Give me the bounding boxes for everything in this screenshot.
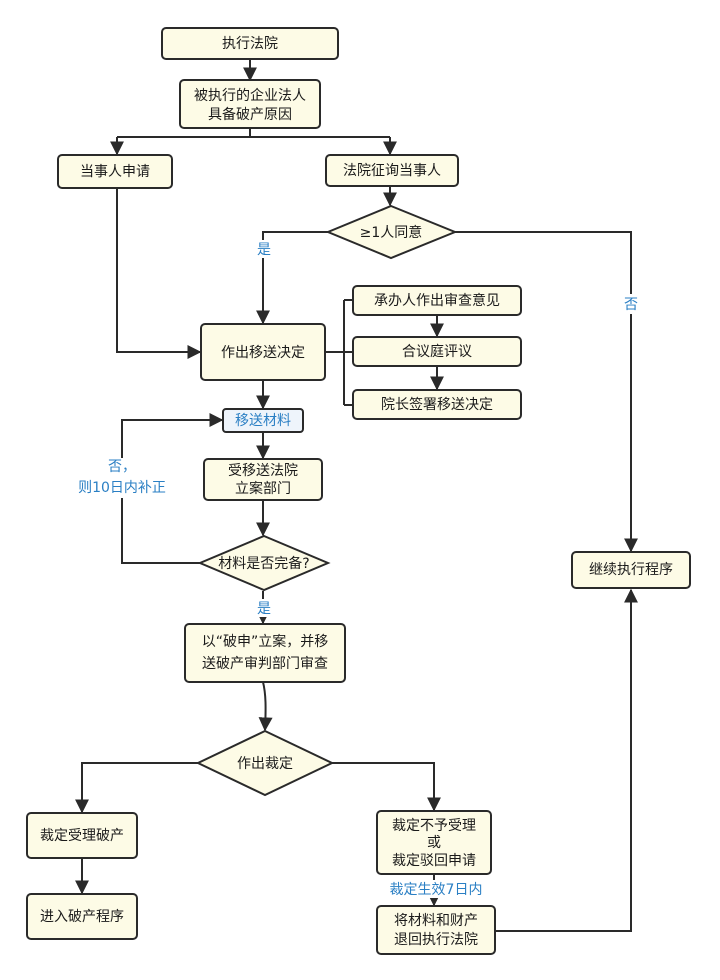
node-register-case: 以“破申”立案，并移 送破产审判部门审查 (184, 623, 346, 683)
node-handler-opinion: 承办人作出审查意见 (352, 285, 522, 316)
node-return-materials-line1: 将材料和财产 (394, 913, 478, 929)
node-ruling-diamond: 作出裁定 (195, 729, 335, 797)
label-effective-7-days: 裁定生效7日内 (390, 882, 483, 898)
node-bankruptcy-cause: 被执行的企业法人 具备破产原因 (179, 79, 321, 129)
node-transfer-materials-text: 移送材料 (235, 413, 291, 429)
node-receiving-court-line2: 立案部门 (235, 480, 291, 497)
label-incomplete-line1: 否， (108, 459, 136, 475)
node-ruling-text: 作出裁定 (237, 756, 293, 772)
edge-party-apply-to-decision (116, 188, 202, 359)
node-bankruptcy-cause-line2: 具备破产原因 (208, 106, 292, 123)
node-transfer-decision-text: 作出移送决定 (221, 345, 305, 361)
node-consent-text: ≥1人同意 (360, 224, 423, 241)
node-reject-ruling-line2: 或 (427, 835, 441, 851)
node-return-materials: 将材料和财产 退回执行法院 (376, 905, 496, 955)
node-transfer-materials: 移送材料 (222, 408, 304, 433)
node-president-sign-text: 院长签署移送决定 (381, 396, 493, 413)
label-incomplete-line2: 则10日内补正 (78, 480, 166, 496)
label-complete-yes: 是 (257, 601, 271, 617)
node-receiving-court: 受移送法院 立案部门 (203, 458, 323, 501)
edge-consent-yes (256, 231, 328, 325)
node-accept-bankruptcy: 裁定受理破产 (26, 812, 138, 859)
node-exec-court: 执行法院 (161, 27, 339, 60)
node-receiving-court-line1: 受移送法院 (228, 463, 298, 479)
node-reject-ruling: 裁定不予受理 或 裁定驳回申请 (376, 810, 492, 875)
edge-return-to-continue (496, 588, 638, 932)
node-enter-bankruptcy: 进入破产程序 (26, 893, 138, 940)
node-materials-complete-text: 材料是否完备? (218, 555, 309, 572)
edges (75, 59, 638, 932)
node-court-inquire: 法院征询当事人 (325, 154, 459, 187)
edge-consent-no (455, 231, 638, 553)
node-transfer-decision: 作出移送决定 (200, 323, 326, 381)
node-enter-bankruptcy-text: 进入破产程序 (40, 909, 124, 925)
node-consent-diamond: ≥1人同意 (325, 204, 458, 260)
node-accept-bankruptcy-text: 裁定受理破产 (40, 828, 124, 844)
node-bankruptcy-cause-line1: 被执行的企业法人 (194, 87, 306, 104)
node-return-materials-line2: 退回执行法院 (394, 932, 478, 948)
label-consent-yes: 是 (257, 242, 271, 258)
node-materials-complete-diamond: 材料是否完备? (197, 534, 331, 592)
node-party-apply-text: 当事人申请 (80, 164, 150, 180)
node-president-sign: 院长签署移送决定 (352, 389, 522, 420)
edge-labels: 是 否 否， 则10日内补正 是 裁定生效7日内 (76, 240, 640, 898)
node-register-case-line1: 以“破申”立案，并移 (202, 633, 329, 650)
node-exec-court-text: 执行法院 (222, 36, 278, 52)
node-register-case-line2: 送破产审判部门审查 (202, 656, 328, 672)
node-panel-review: 合议庭评议 (352, 336, 522, 367)
node-reject-ruling-line1: 裁定不予受理 (392, 818, 476, 834)
node-reject-ruling-line3: 裁定驳回申请 (392, 853, 476, 869)
node-continue-execution-text: 继续执行程序 (589, 561, 673, 578)
edge-register-to-ruling (258, 681, 273, 732)
edge-decision-bracket (325, 299, 353, 406)
label-consent-no: 否 (624, 297, 638, 313)
edge-cause-split (117, 128, 390, 138)
edge-ruling-to-accept (75, 762, 198, 814)
node-panel-review-text: 合议庭评议 (402, 343, 472, 360)
node-party-apply: 当事人申请 (57, 154, 173, 189)
edge-ruling-to-reject (332, 762, 441, 812)
node-handler-opinion-text: 承办人作出审查意见 (374, 292, 500, 309)
node-court-inquire-text: 法院征询当事人 (343, 163, 441, 179)
node-continue-execution: 继续执行程序 (571, 551, 691, 589)
